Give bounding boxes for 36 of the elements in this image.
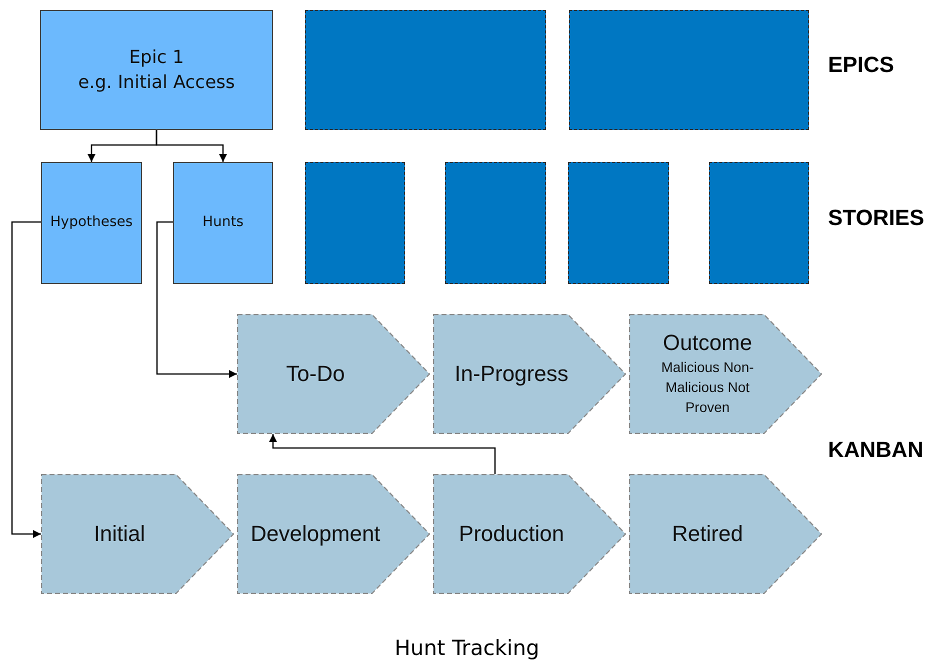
story-label: Hypotheses (50, 213, 133, 232)
stage-title: Development (250, 520, 380, 548)
stage-title: Outcome (662, 330, 752, 357)
epic-box (40, 10, 273, 130)
chevron-shape (433, 314, 626, 434)
stage-title: Retired (672, 520, 743, 548)
chevron-shape (237, 314, 430, 434)
row-heading: STORIES (828, 205, 924, 231)
stage-title: In-Progress (454, 360, 568, 388)
story-box (41, 162, 142, 284)
story-placeholder (445, 162, 546, 284)
connector-arrow (156, 130, 227, 162)
outcome-options: Malicious Non-Malicious Not Proven (658, 356, 758, 418)
stage-title: To-Do (286, 360, 345, 388)
story-placeholder (709, 162, 809, 284)
row-heading: KANBAN (828, 437, 924, 463)
epic-placeholder (305, 10, 546, 130)
chevron-shape (433, 474, 626, 594)
row-heading: EPICS (828, 52, 894, 78)
story-box (173, 162, 273, 284)
connector-arrow (156, 221, 237, 378)
epic-title: Epic 1 (129, 46, 184, 70)
caption: Hunt Tracking (394, 636, 540, 660)
chevron-shape (629, 314, 822, 434)
stage-title: Initial (94, 520, 146, 548)
chevron-shape (41, 474, 234, 594)
connector-arrow (11, 221, 41, 538)
epic-subtitle: e.g. Initial Access (78, 71, 235, 95)
story-placeholder (305, 162, 405, 284)
chevron-shape (237, 474, 430, 594)
story-placeholder (568, 162, 669, 284)
epic-placeholder (569, 10, 809, 130)
stage-title: Production (458, 520, 564, 548)
chevron-shape (629, 474, 822, 594)
story-label: Hunts (202, 213, 244, 232)
connector-arrow (269, 434, 496, 474)
